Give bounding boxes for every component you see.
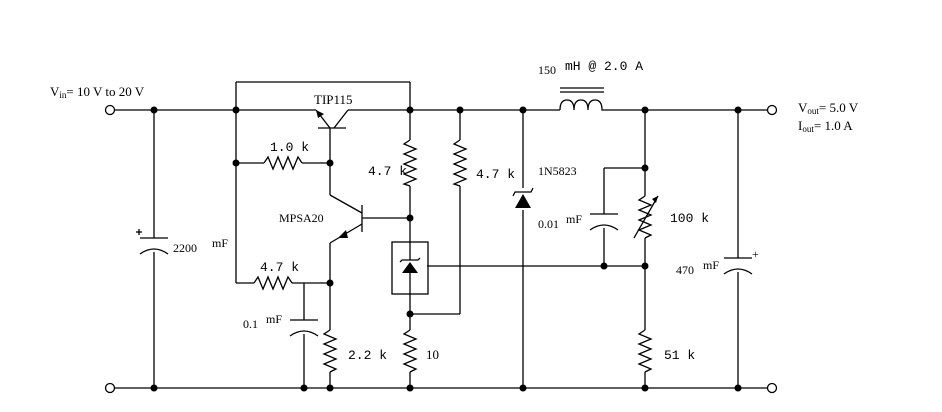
label-c-0-01-unit: mF bbox=[566, 212, 582, 226]
transistor-mpsa20 bbox=[329, 194, 363, 244]
label-r-10: 10 bbox=[426, 347, 439, 362]
svg-text:Vin= 10 V to 20 V: Vin= 10 V to 20 V bbox=[50, 84, 145, 100]
svg-text:Vout= 5.0 V: Vout= 5.0 V bbox=[798, 100, 859, 116]
label-c-470-unit: mF bbox=[703, 258, 719, 272]
label-tip115: TIP115 bbox=[314, 92, 353, 107]
label-pot-100k: 100 k bbox=[670, 211, 709, 226]
input-voltage-subscript: in bbox=[59, 90, 67, 100]
label-r-4-7k-top: 4.7 k bbox=[368, 164, 407, 179]
input-voltage-label: = 10 V to 20 V bbox=[66, 84, 144, 99]
capacitor-470 bbox=[723, 257, 753, 275]
inductor-150mh bbox=[559, 87, 604, 111]
wires bbox=[110, 81, 770, 389]
label-r-2-2k: 2.2 k bbox=[348, 348, 387, 363]
input-terminal-ground bbox=[104, 382, 116, 394]
capacitor-0-1 bbox=[289, 319, 319, 337]
label-c-0-01: 0.01 bbox=[538, 217, 559, 231]
resistor-4-7k-bias bbox=[253, 275, 293, 291]
output-current-prefix: I bbox=[798, 118, 802, 133]
label-c-2200: 2200 bbox=[173, 241, 197, 255]
resistor-10 bbox=[402, 329, 418, 373]
label-r-4-7k-mid: 4.7 k bbox=[476, 167, 515, 182]
output-current-label: = 1.0 A bbox=[814, 118, 853, 133]
resistor-1k bbox=[263, 155, 303, 171]
resistor-2-2k bbox=[322, 329, 338, 373]
resistor-4-7k-top bbox=[402, 139, 418, 187]
capacitor-0-01 bbox=[589, 213, 619, 231]
transistor-tip115 bbox=[315, 109, 349, 140]
output-terminal-positive bbox=[766, 104, 778, 116]
junction-dots bbox=[150, 106, 742, 392]
label-c-0-1: 0.1 bbox=[243, 317, 258, 331]
resistor-51k bbox=[637, 329, 653, 373]
input-terminal-positive bbox=[104, 104, 116, 116]
output-voltage-subscript: out bbox=[807, 106, 819, 116]
label-c-470: 470 bbox=[676, 263, 694, 277]
potentiometer-100k bbox=[633, 195, 659, 239]
label-mpsa20: MPSA20 bbox=[279, 211, 324, 225]
label-inductor-value: 150 bbox=[538, 63, 556, 77]
capacitor-2200 bbox=[136, 229, 169, 255]
input-voltage-prefix: V bbox=[50, 84, 60, 99]
label-r-1k: 1.0 k bbox=[270, 140, 309, 155]
output-terminal-ground bbox=[766, 382, 778, 394]
svg-text:Iout= 1.0 A: Iout= 1.0 A bbox=[798, 118, 853, 134]
label-c-2200-unit: mF bbox=[212, 236, 228, 250]
output-voltage-prefix: V bbox=[798, 100, 808, 115]
output-voltage-label: = 5.0 V bbox=[819, 100, 859, 115]
resistor-4-7k-mid bbox=[452, 139, 468, 187]
label-inductor-rating: mH @ 2.0 A bbox=[565, 59, 643, 74]
label-c-0-1-unit: mF bbox=[266, 312, 282, 326]
label-c-470-plus: + bbox=[752, 247, 759, 261]
label-r-51k: 51 k bbox=[664, 348, 695, 363]
shunt-regulator bbox=[391, 241, 429, 295]
diode-1n5823 bbox=[512, 187, 534, 208]
output-current-subscript: out bbox=[802, 124, 814, 134]
label-r-4-7k-bias: 4.7 k bbox=[260, 260, 299, 275]
label-diode-1n5823: 1N5823 bbox=[538, 164, 577, 178]
